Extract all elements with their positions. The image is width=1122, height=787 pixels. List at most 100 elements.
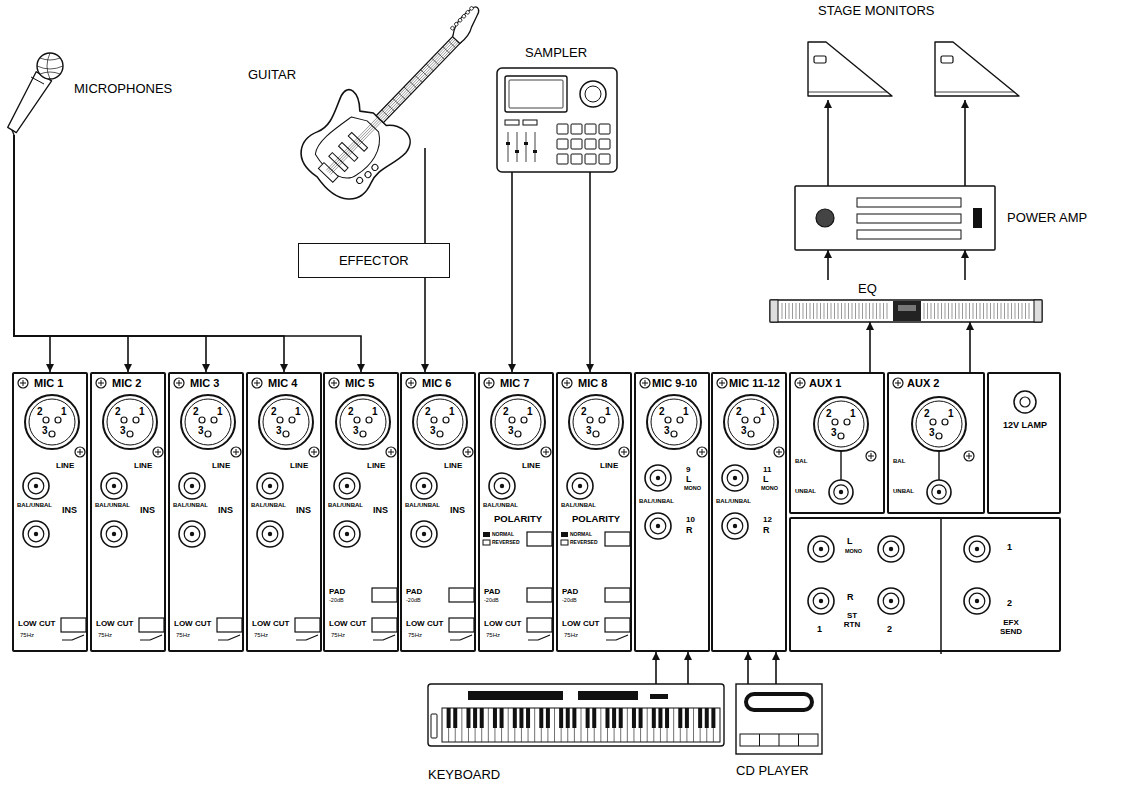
rect-part (500, 708, 504, 728)
rect-part (770, 300, 778, 322)
line-part (948, 303, 949, 319)
round-part (593, 431, 599, 437)
line-part (382, 110, 389, 117)
round-part (927, 480, 951, 504)
panel-label: BAL/UNBAL (639, 498, 674, 504)
rect-part (483, 540, 490, 545)
line-part (489, 380, 490, 386)
pin-number: 2 (826, 409, 832, 419)
round-part (252, 378, 262, 388)
line-part (759, 734, 760, 746)
line-part (448, 41, 455, 48)
rect-part (329, 153, 348, 172)
round-part (174, 378, 184, 388)
rect-part (533, 150, 537, 153)
round-part (96, 378, 106, 388)
rect-part (557, 154, 568, 164)
line-part (887, 303, 888, 319)
eq-rack: EQ (770, 280, 1042, 322)
line-part (257, 380, 258, 386)
rect-part (740, 734, 818, 746)
round-part (28, 478, 44, 494)
round-part (651, 399, 697, 445)
outline-part (62, 635, 84, 640)
line-part (827, 303, 828, 319)
round-part (371, 163, 379, 171)
channel-name: MIC 2 (112, 378, 141, 389)
line-part (627, 708, 628, 742)
signal-cable (869, 322, 871, 372)
panel-label: PAD (484, 588, 500, 596)
panel-label: R (686, 526, 693, 535)
illustration (92, 374, 168, 654)
round-part (969, 593, 985, 609)
round-part (964, 588, 990, 614)
line-part (534, 708, 535, 742)
round-part (413, 395, 467, 449)
round-part (818, 401, 864, 447)
panel-label: LOW CUT (484, 620, 521, 628)
line-part (866, 303, 867, 319)
line-part (415, 75, 422, 82)
panel-label: PAD (562, 588, 578, 596)
channel-name: MIC 6 (422, 378, 451, 389)
line-part (952, 303, 953, 319)
round-part (656, 524, 660, 528)
round-part (495, 399, 541, 445)
rect-part (527, 618, 552, 632)
outline-part (37, 53, 63, 79)
line-part (554, 708, 555, 742)
round-part (339, 478, 355, 494)
rect-part (592, 708, 596, 728)
pin-number: 2 (924, 409, 930, 419)
panel-label: 1 (817, 625, 822, 634)
channel-name: AUX 2 (907, 378, 939, 389)
signal-cable (511, 172, 513, 372)
rect-part (586, 708, 590, 728)
illustration (636, 374, 712, 654)
round-part (587, 417, 593, 423)
rect-part (678, 708, 682, 728)
pin-number: 3 (353, 426, 359, 436)
round-part (153, 447, 163, 457)
aux-strip: AUX 1213BALUNBAL (789, 372, 885, 514)
pin-number: 3 (664, 426, 670, 436)
rect-part (973, 208, 982, 228)
signal-cable (747, 652, 749, 684)
round-part (127, 431, 133, 437)
round-part (411, 473, 437, 499)
rect-part (578, 691, 638, 700)
rect-part (605, 588, 630, 602)
round-part (257, 521, 283, 547)
outline-part (935, 42, 1019, 96)
rect-part (473, 708, 477, 728)
round-part (454, 22, 459, 27)
round-part (411, 521, 437, 547)
round-part (181, 395, 235, 449)
rect-part (585, 124, 596, 134)
round-part (647, 395, 701, 449)
pin-number: 2 (193, 407, 199, 417)
panel-label: INS (140, 506, 155, 515)
panel-label: BAL (893, 458, 905, 464)
round-part (844, 419, 850, 425)
panel-label: INS (62, 506, 77, 515)
round-part (23, 521, 49, 547)
line-part (813, 303, 814, 319)
round-part (515, 431, 521, 437)
line-part (328, 32, 463, 172)
illustration (800, 4, 1025, 100)
round-part (893, 378, 903, 388)
signal-cable (775, 652, 777, 684)
round-part (416, 478, 432, 494)
line-part (331, 35, 466, 175)
channel-name: MIC 9-10 (652, 378, 697, 389)
round-part (650, 518, 666, 534)
channel-strip: MIC 1213LINEBAL/UNBALINSLOW CUT75Hz (12, 372, 88, 652)
rect-part (685, 708, 689, 728)
rect-part (139, 618, 164, 632)
line-part (834, 303, 835, 319)
line-part (782, 303, 783, 319)
rect-part (619, 708, 623, 728)
round-part (199, 417, 205, 423)
